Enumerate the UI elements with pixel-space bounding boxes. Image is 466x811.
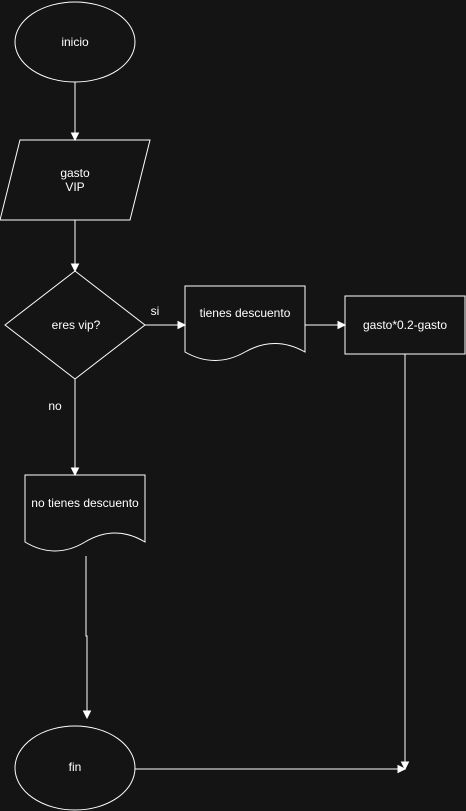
arrowhead-icon	[82, 710, 92, 720]
doc-no-discount-label: no tienes descuento	[31, 496, 139, 510]
input-label-line1: gasto	[60, 166, 90, 180]
yes-edge-label: si	[150, 304, 160, 318]
arrowhead-icon	[337, 320, 347, 330]
no-edge-label: no	[48, 399, 62, 413]
arrowhead-icon	[400, 761, 410, 771]
process-label: gasto*0.2-gasto	[362, 318, 448, 332]
arrowhead-icon	[70, 132, 80, 142]
doc-no-discount-shape[interactable]	[24, 474, 146, 552]
arrowhead-icon	[177, 320, 187, 330]
input-label-line2: VIP	[65, 180, 85, 194]
edge-no-discount-to-end[interactable]	[85, 556, 88, 712]
arrowhead-icon	[397, 764, 407, 774]
input-parallelogram-shape[interactable]	[0, 139, 151, 221]
arrowhead-icon	[70, 263, 80, 273]
end-label: fin	[68, 760, 82, 774]
input-label: gasto VIP	[60, 166, 89, 194]
end-terminal-shape[interactable]	[14, 725, 136, 811]
start-label: inicio	[61, 35, 89, 49]
doc-discount-label: tienes descuento	[199, 306, 291, 320]
arrowhead-icon	[70, 467, 80, 477]
doc-discount-shape[interactable]	[184, 285, 306, 361]
decision-label: eres vip?	[51, 318, 101, 332]
